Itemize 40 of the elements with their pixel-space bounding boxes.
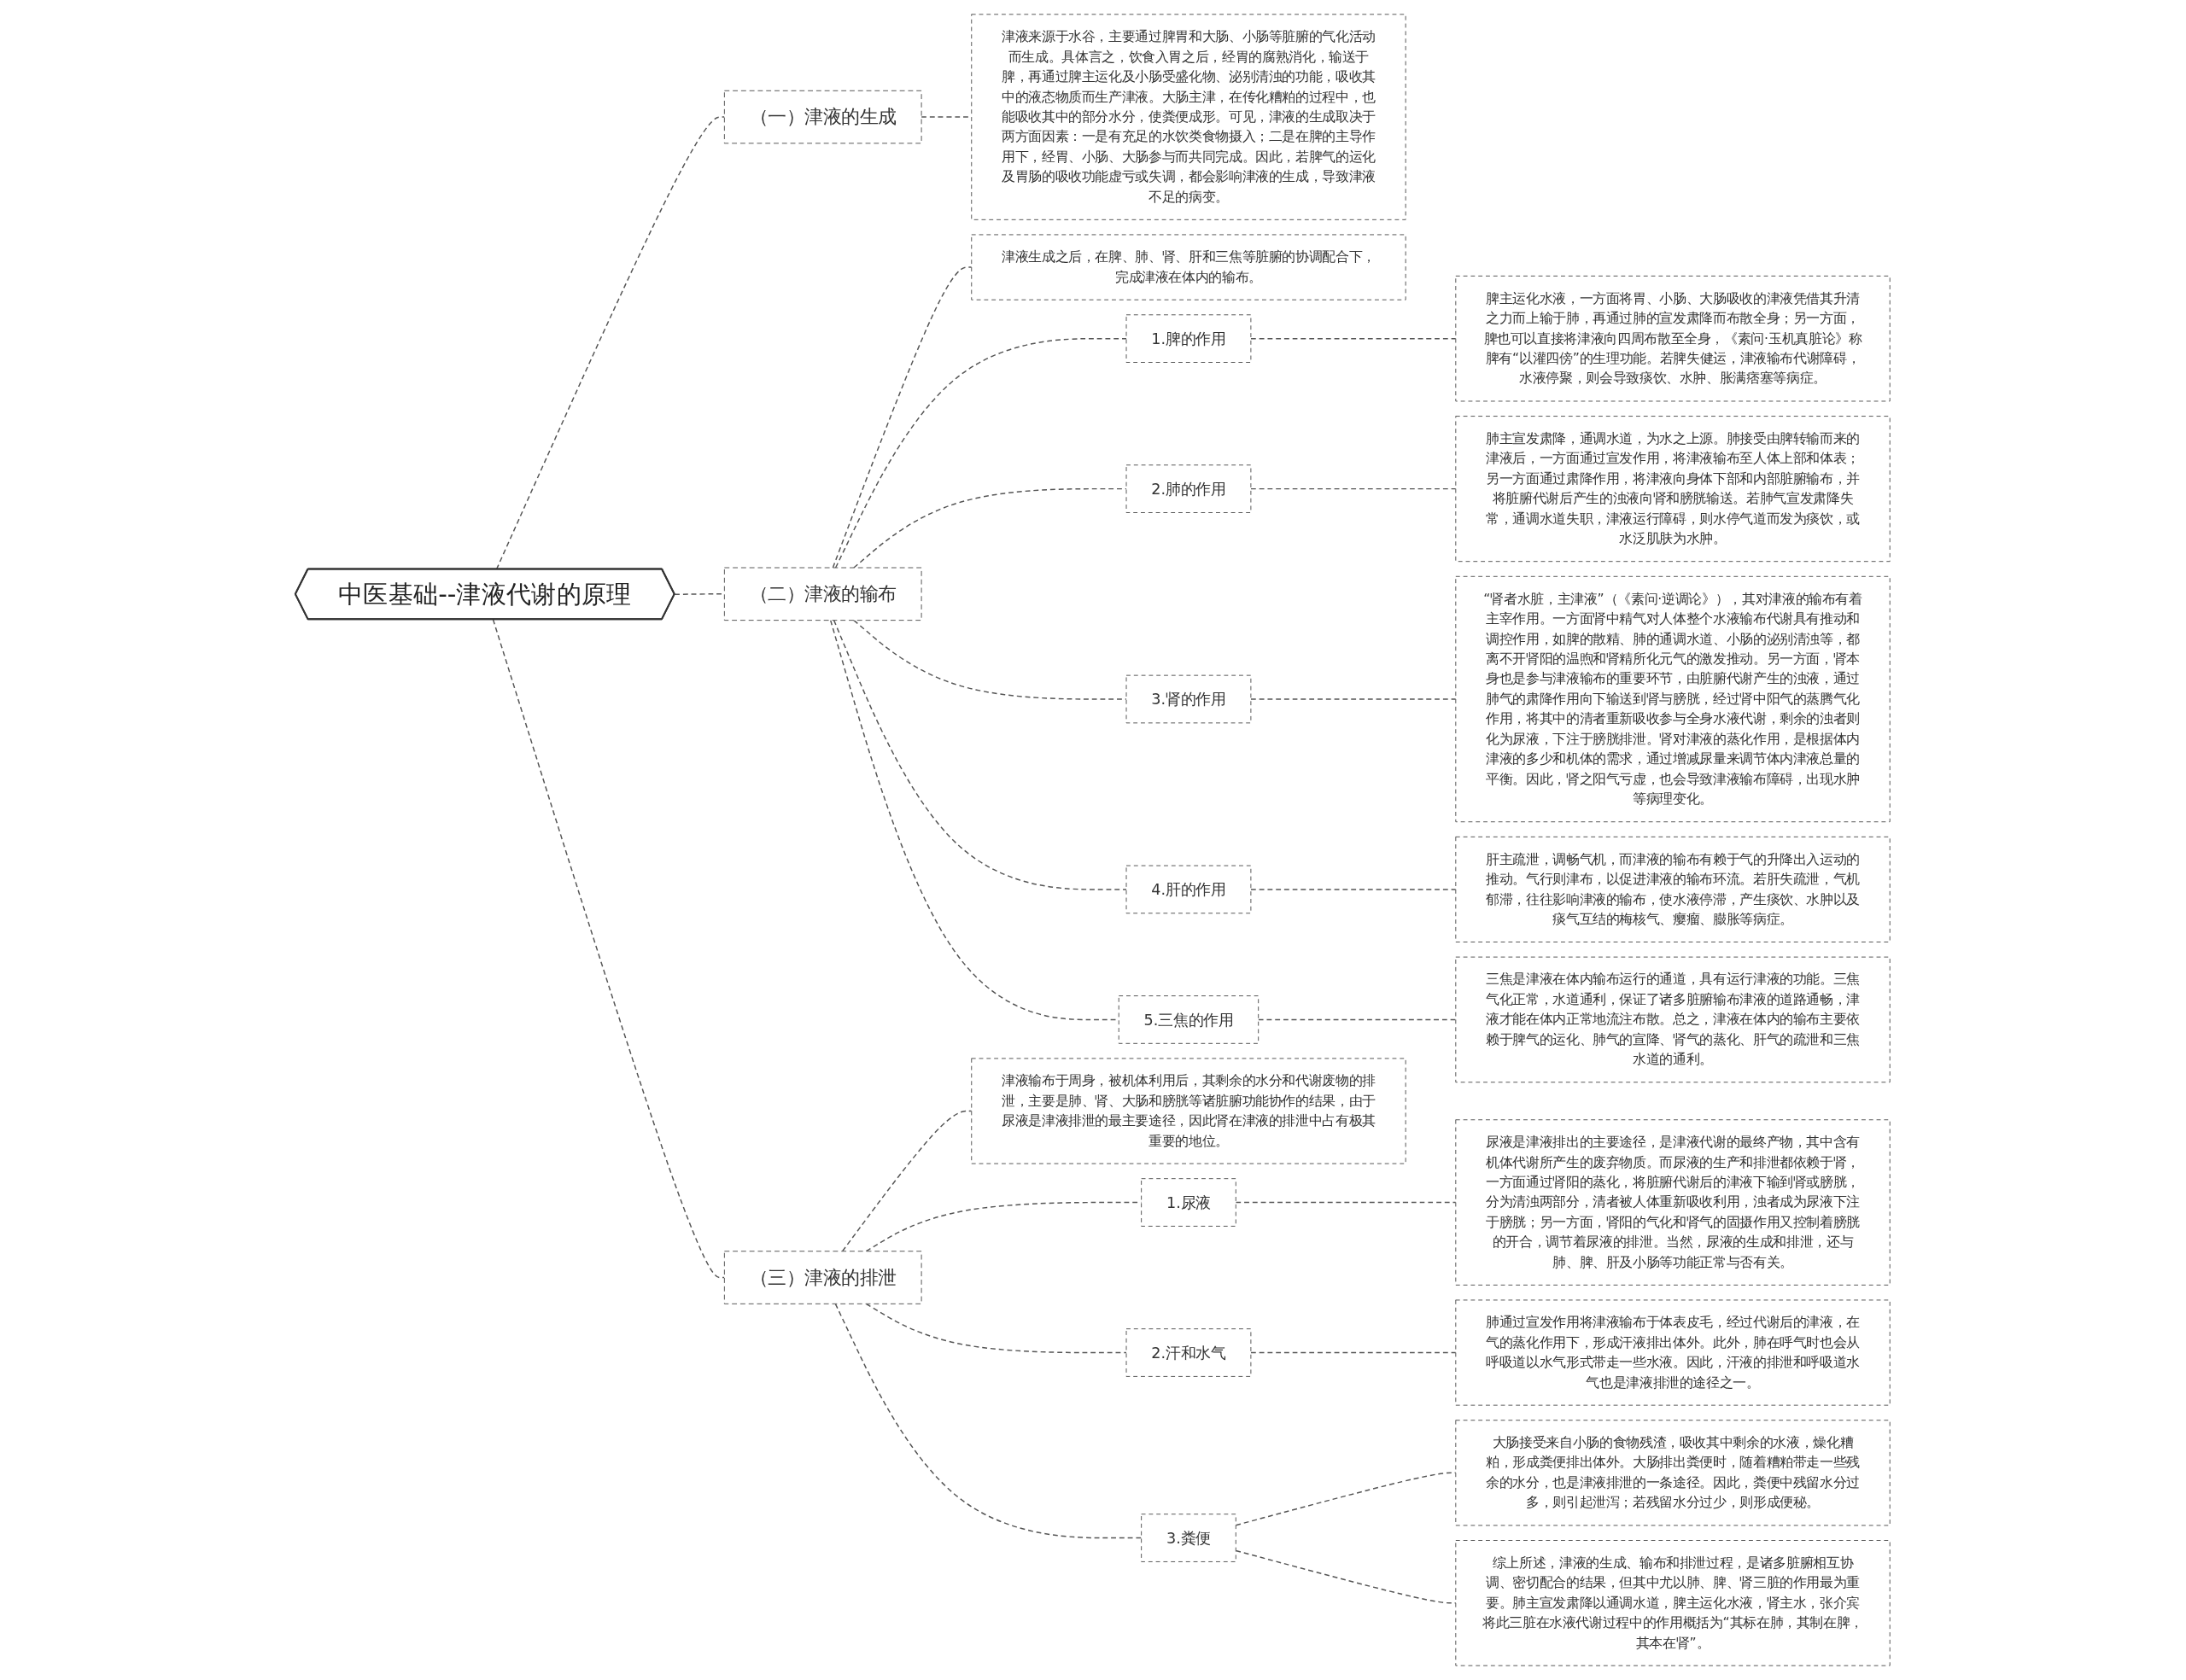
node-box: 1.脾的作用 (1126, 314, 1252, 363)
node-box: 肺通过宣发作用将津液输布于体表皮毛，经过代谢后的津液，在气的蒸化作用下，形成汗液排出体外。此外，肺在呼气时也会从呼吸道以水气形式带走一些水液。因此，汗液的排泄和呼吸道水气也是津液排泄的途径之一。 (1455, 1299, 1891, 1406)
node-box: 大肠接受来自小肠的食物残渣，吸收其中剩余的水液，燥化糟粕，形成粪便排出体外。大肠排出粪便时，随着糟粕带走一些残余的水分，也是津液排泄的一条途径。因此，粪便中残留水分过多，则引起泄泻；若残留水分过少，则形成便秘。 (1455, 1420, 1891, 1526)
node-box: 2.肺的作用 (1126, 464, 1252, 513)
connector (1250, 1351, 1458, 1354)
node-box: 综上所述，津液的生成、输布和排泄过程，是诸多脏腑相互协调、密切配合的结果，但其中尤以肺、脾、肾三脏的作用最为重要。肺主宣发肃降以通调水道，脾主运化水液，肾主水，张介宾将此三脏在水液代谢过程中的作用概括为“其标在肺，其制在脾，其本在肾”。 (1455, 1540, 1891, 1666)
connector (1250, 698, 1458, 700)
node-box: 1.尿液 (1141, 1178, 1237, 1227)
node-box: 5.三焦的作用 (1119, 995, 1260, 1044)
node-box: 尿液是津液排出的主要途径，是津液代谢的最终产物，其中含有机体代谢所产生的废弃物质。而尿液的生产和排泄都依赖于肾，一方面通过肾阳的蒸化，将脏腑代谢后的津液下输到肾或膀胱，分为清浊两部分，清者被人体重新吸收利用，浊者成为尿液下注于膀胱；另一方面，肾阳的气化和肾气的固摄作用又控制着膀胱的开合，调节着尿液的排泄。当然，尿液的生成和排泄，还与肺、脾、肝及小肠等功能正常与否有关。 (1455, 1119, 1891, 1286)
node-box: 津液生成之后，在脾、肺、肾、肝和三焦等脏腑的协调配合下，完成津液在体内的输布。 (971, 234, 1407, 300)
node-box: “肾者水脏，主津液”（《素问·逆调论》），其对津液的输布有着主宰作用。一方面肾中精气对人体整个水液输布代谢具有推动和调控作用，如脾的散精、肺的通调水道、小肠的泌别清浊等，都离不开肾阳的温煦和肾精所化元气的激发推动。另一方面，肾本身也是参与津液输布的重要环节，由脏腑代谢产生的浊液，通过肺气的肃降作用向下输送到肾与膀胱，经过肾中阳气的蒸腾气化作用，将其中的清者重新吸收参与全身水液代谢，剩余的浊者则化为尿液，下注于膀胱排泄。肾对津液的蒸化作用，是根据体内津液的多少和机体的需求，通过增减尿量来调节体内津液总量的平衡。因此，肾之阳气亏虚，也会导致津液输布障碍，出现水肿等病理变化。 (1455, 575, 1891, 823)
node-box: 3.肾的作用 (1126, 674, 1252, 724)
node-box: 2.汗和水气 (1126, 1328, 1252, 1377)
connector (1250, 487, 1458, 490)
connector (833, 619, 1128, 890)
node-box: 津液来源于水谷，主要通过脾胃和大肠、小肠等脏腑的气化活动而生成。具体言之，饮食入胃之后，经胃的腐熟消化，输送于脾，再通过脾主运化及小肠受盛化物、泌别清浊的功能，吸收其中的液态物质而生产津液。大肠主津，在传化糟粕的过程中，也能吸收其中的部分水分，使粪便成形。可见，津液的生成取决于两方面因素：一是有充足的水饮类食物摄入；二是在脾的主导作用下，经胃、小肠、大肠参与而共同完成。因此，若脾气的运化及胃肠的吸收功能虚亏或失调，都会影响津液的生成，导致津液不足的病变。 (971, 14, 1407, 220)
node-box: （一）津液的生成 (724, 90, 923, 144)
connector (842, 1110, 973, 1252)
connector (493, 618, 726, 1279)
connector (1236, 1201, 1458, 1204)
node-box: （二）津液的输布 (724, 567, 923, 621)
node-box: 脾主运化水液，一方面将胃、小肠、大肠吸收的津液凭借其升清之力而上输于肺，再通过肺的宣发肃降而布散全身；另一方面，脾也可以直接将津液向四周布散至全身，《素问·玉机真脏论》称脾有“以灌四傍”的生理功能。若脾失健运，津液输布代谢障碍，水液停聚，则会导致痰饮、水肿、胀满痞塞等病症。 (1455, 275, 1891, 402)
connector (853, 487, 1128, 569)
node-box: 肝主疏泄，调畅气机，而津液的输布有赖于气的升降出入运动的推动。气行则津布，以促进津液的输布环流。若肝失疏泄，气机郁滞，往往影响津液的输布，使水液停滞，产生痰饮、水肿以及痰气互结的梅核气、瘿瘤、臌胀等病症。 (1455, 836, 1891, 942)
node-box: （三）津液的排泄 (724, 1251, 923, 1304)
node-box: 津液输布于周身，被机体利用后，其剩余的水分和代谢废物的排泄，主要是肺、肾、大肠和膀胱等诸脏腑功能协作的结果，由于尿液是津液排泄的最主要途径，因此肾在津液的排泄中占有极其重要的地位。 (971, 1058, 1407, 1164)
connector (496, 116, 726, 570)
connector (835, 337, 1128, 569)
connector (853, 619, 1128, 700)
node-box: 4.肝的作用 (1126, 865, 1252, 914)
node-box: 三焦是津液在体内输布运行的通道，具有运行津液的功能。三焦气化正常，水道通利，保证了诸多脏腑输布津液的道路通畅，津液才能在体内正常地流注布散。总之，津液在体内的输布主要依赖于脾气的运化、肺气的宣降、肾气的蒸化、肝气的疏泄和三焦水道的通利。 (1455, 956, 1891, 1083)
connector (1250, 889, 1458, 890)
node-box: 3.粪便 (1141, 1514, 1237, 1562)
node-box: 肺主宣发肃降，通调水道，为水之上源。肺接受由脾转输而来的津液后，一方面通过宣发作用，将津液输布至人体上部和体表；另一方面通过肃降作用，将津液向身体下部和内部脏腑输布，并将脏腑代谢后产生的浊液向肾和膀胱输送。若肺气宣发肃降失常，通调水道失职，津液运行障碍，则水停气道而发为痰饮，或水泛肌肤为水肿。 (1455, 416, 1891, 563)
connector (1258, 1018, 1458, 1021)
connector (866, 1303, 1128, 1354)
connector (1250, 337, 1458, 340)
connector (833, 266, 973, 569)
connector (835, 1303, 1143, 1539)
